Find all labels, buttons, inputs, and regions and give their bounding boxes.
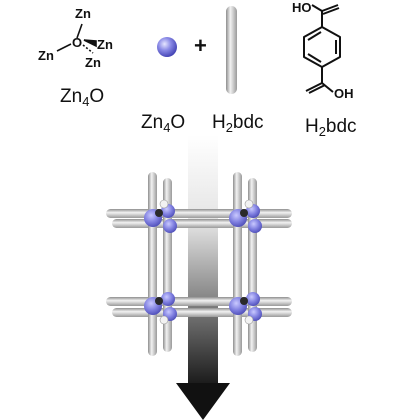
rod-caption: H2bdc — [212, 112, 264, 136]
bond-left — [56, 43, 72, 52]
bond-ho-c — [311, 4, 323, 12]
node-top-left — [144, 199, 177, 233]
framework-nodes — [144, 199, 262, 325]
node-bottom-right — [229, 292, 262, 325]
structure-caption: H2bdc — [305, 116, 357, 140]
node-top-right — [229, 199, 262, 233]
ball-caption: Zn4O — [141, 112, 186, 136]
wedge-bond-right — [83, 39, 97, 48]
benzene-ring — [303, 26, 341, 68]
plus-sign: + — [194, 33, 207, 58]
ho-group-label: HO — [292, 0, 312, 15]
hashed-bond-lower — [82, 44, 94, 54]
cluster-sketch-caption: Zn4O — [60, 86, 105, 110]
zn-atom-bottom: Zn — [85, 55, 101, 70]
o-atom-center: O — [72, 35, 83, 50]
arrow-shaft — [188, 135, 218, 385]
zn-atom-top: Zn — [75, 6, 91, 21]
zn-atom-left: Zn — [38, 48, 54, 63]
assembly-arrow — [176, 135, 230, 420]
terephthalic-acid-structure — [303, 4, 341, 94]
zn-atom-right: Zn — [97, 37, 113, 52]
linker-rod — [226, 6, 237, 94]
arrow-head — [176, 383, 230, 420]
zn4o-ball — [157, 37, 177, 57]
bond-top — [76, 23, 83, 39]
oh-group-label: OH — [334, 86, 354, 101]
node-bottom-left — [144, 292, 177, 325]
cluster-sketch-bonds — [56, 23, 97, 54]
